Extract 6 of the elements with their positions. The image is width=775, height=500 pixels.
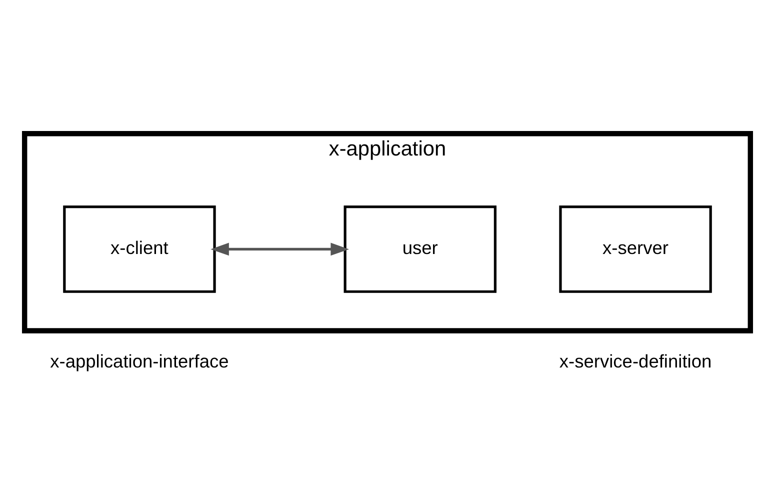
arrow bbox=[210, 242, 349, 256]
node-box: user bbox=[344, 204, 496, 292]
label: x-service-definition bbox=[559, 350, 712, 372]
label: x-application-interface bbox=[50, 350, 229, 372]
node-box: x-client bbox=[63, 204, 216, 292]
node-box: x-server bbox=[559, 204, 712, 292]
